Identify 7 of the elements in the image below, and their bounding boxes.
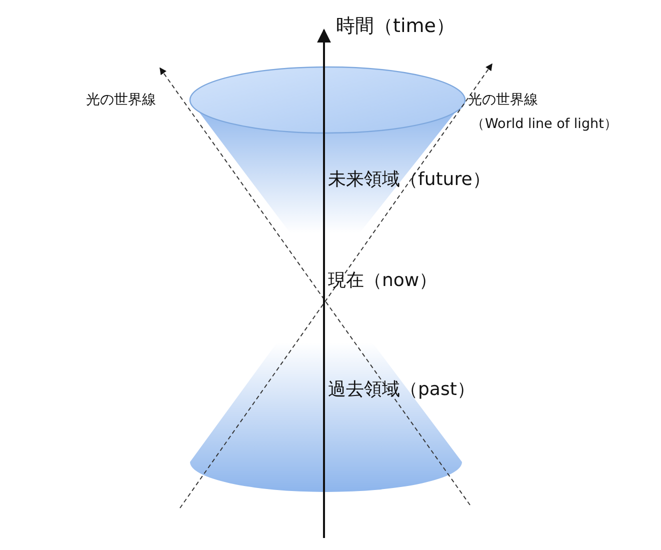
region-label: 現在（now） xyxy=(328,271,438,291)
world-line-label: （World line of light） xyxy=(471,117,618,132)
region-label: 未来領域（future） xyxy=(328,170,490,190)
world-line-label: 光の世界線 xyxy=(86,93,156,108)
axis-label: 時間（time） xyxy=(336,16,455,37)
region-label: 過去領域（past） xyxy=(328,380,475,400)
world-line-label: 光の世界線 xyxy=(468,93,538,108)
